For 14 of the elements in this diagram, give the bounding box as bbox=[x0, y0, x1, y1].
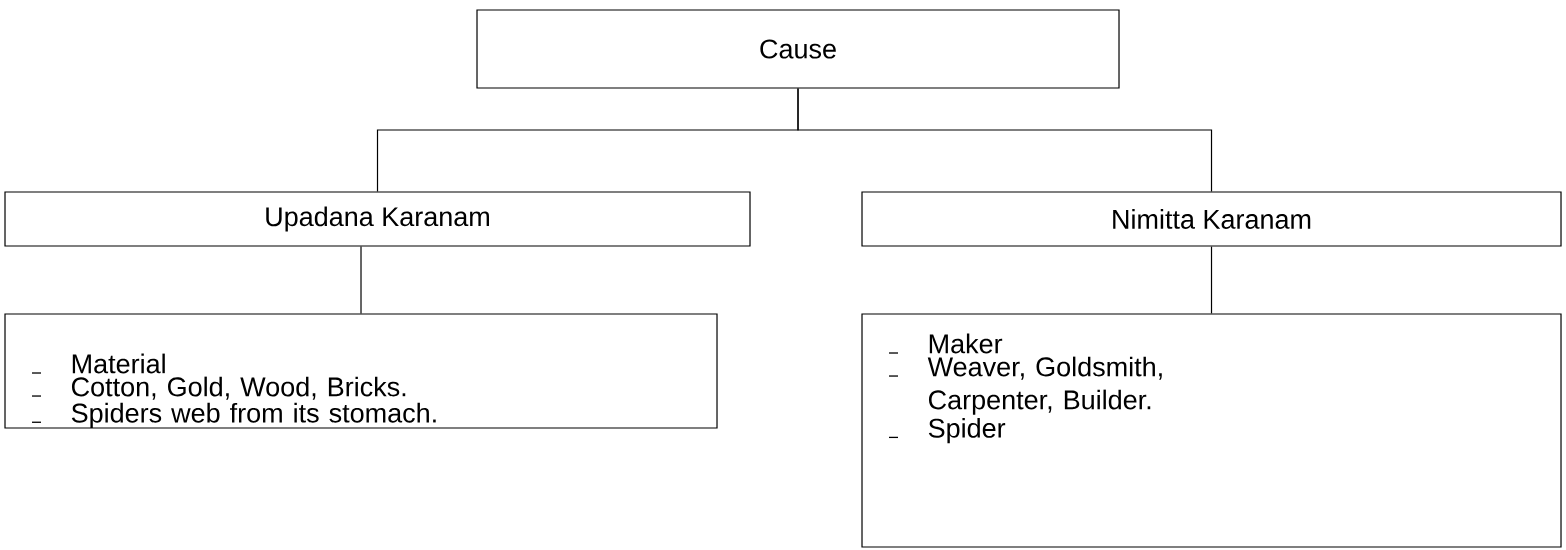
list-item: Material bbox=[72, 353, 165, 374]
list-item: Maker bbox=[929, 333, 1003, 354]
label-box: Upadana Karanam bbox=[4, 191, 751, 247]
list-box bbox=[4, 313, 718, 429]
list-box bbox=[861, 313, 1562, 548]
list-item: Weaver, Goldsmith, Carpenter, Builder. bbox=[927, 356, 1162, 415]
label-box: Cause bbox=[476, 9, 1120, 89]
label-box: Nimitta Karanam bbox=[861, 191, 1562, 247]
connector-line bbox=[797, 88, 1213, 192]
list-item: Spiders web from its stomach. bbox=[71, 402, 436, 428]
list-item: Cotton, Gold, Wood, Bricks. bbox=[71, 376, 406, 400]
connector-line bbox=[360, 246, 362, 314]
list-item: Spider bbox=[928, 418, 1006, 444]
connector-line bbox=[1210, 246, 1213, 314]
